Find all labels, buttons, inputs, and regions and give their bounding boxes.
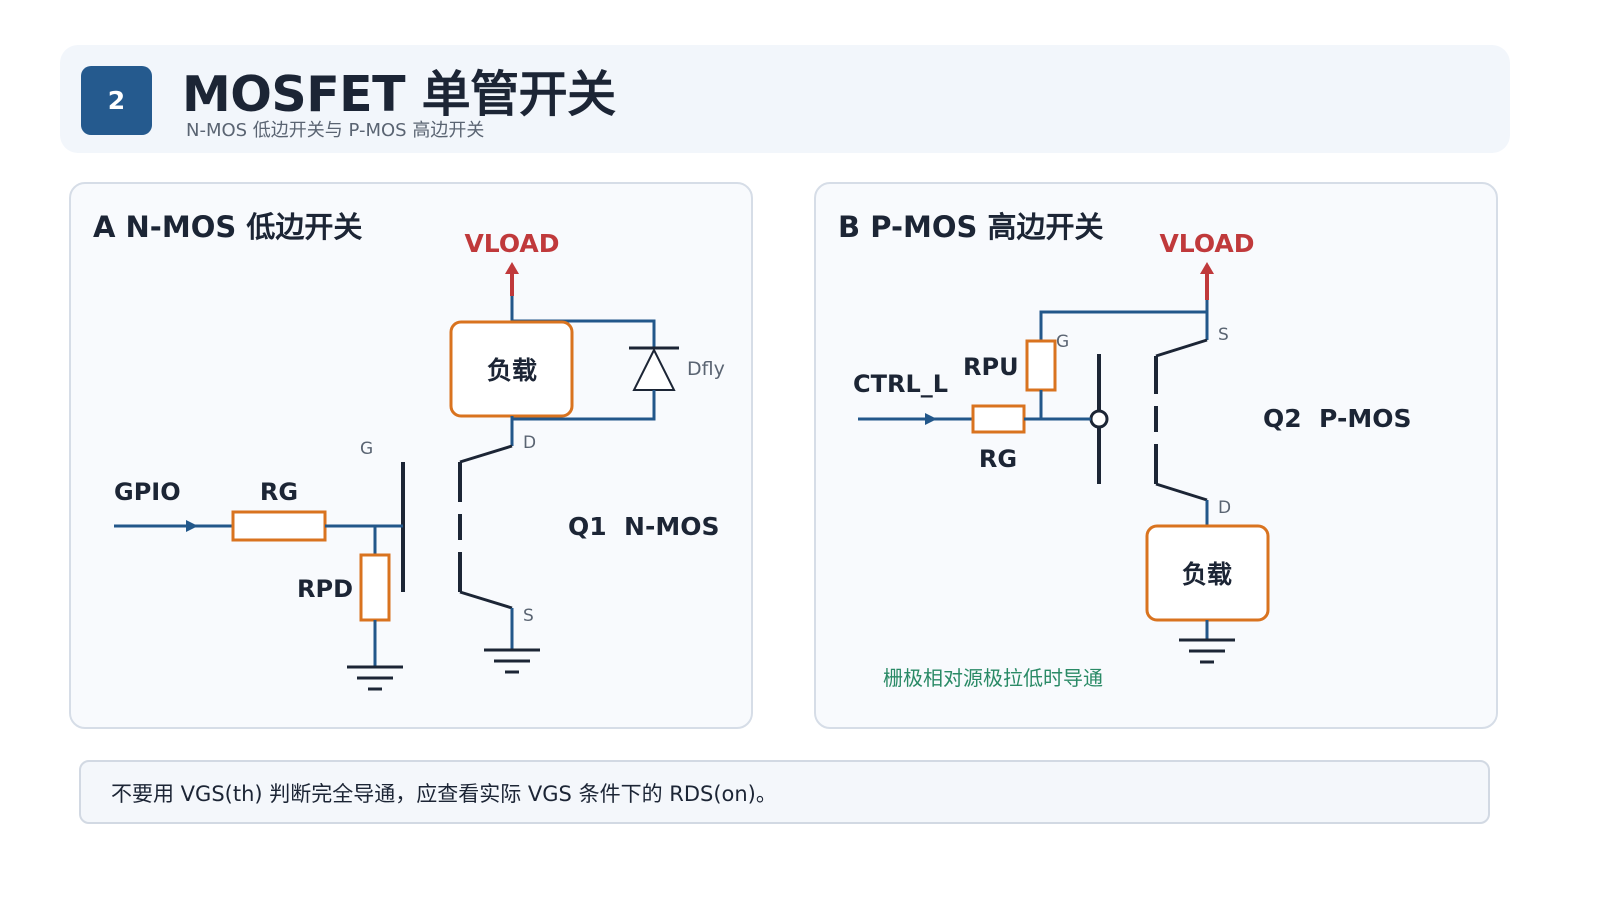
rg-label: RG	[979, 445, 1017, 473]
diode-label: Dfly	[687, 358, 725, 380]
pin-d-label: D	[1218, 498, 1231, 518]
diode-icon	[632, 347, 676, 391]
page-subtitle: N-MOS 低边开关与 P-MOS 高边开关	[186, 120, 485, 141]
vload-arrow-head	[1200, 262, 1214, 274]
vload-label: VLOAD	[464, 229, 559, 258]
footer-note-box: 不要用 VGS(th) 判断完全导通，应查看实际 VGS 条件下的 RDS(on…	[79, 760, 1490, 824]
rpd-label: RPD	[297, 575, 353, 603]
rg-resistor	[971, 404, 1026, 434]
vload-label: VLOAD	[1159, 229, 1254, 258]
source-top-wire	[1039, 300, 1209, 341]
conduction-note: 栅极相对源极拉低时导通	[883, 666, 1103, 690]
pin-g-label: G	[360, 439, 373, 459]
panel-nmos-low-side: A N-MOS 低边开关 VLOAD Dfly 负载 D S	[69, 182, 753, 729]
panel-pmos-high-side: B P-MOS 高边开关 VLOAD S D 负载 G CTRL_L	[814, 182, 1498, 729]
footer-note-text: 不要用 VGS(th) 判断完全导通，应查看实际 VGS 条件下的 RDS(on…	[111, 782, 777, 806]
source-lead	[459, 590, 513, 610]
load-top-wire	[510, 296, 656, 347]
nmos-schematic: VLOAD Dfly 负载 D S G GPIO RG	[114, 229, 725, 691]
vload-arrow-head	[505, 262, 519, 274]
section-badge: 2	[81, 66, 152, 135]
load-label: 负载	[1182, 560, 1232, 589]
source-lead	[1155, 338, 1208, 358]
device-label-q2: Q2 P-MOS	[1263, 404, 1411, 433]
drain-lead	[1155, 482, 1208, 502]
drain-lead	[459, 444, 513, 464]
pin-s-label: S	[523, 606, 534, 626]
header-bar: 2 MOSFET 单管开关 N-MOS 低边开关与 P-MOS 高边开关	[60, 45, 1510, 153]
page-title: MOSFET 单管开关	[182, 66, 616, 123]
ctrl-arrow-icon	[925, 413, 937, 425]
panel-a-title: A N-MOS 低边开关	[93, 210, 363, 244]
panel-b-title: B P-MOS 高边开关	[838, 210, 1104, 244]
device-label-q1: Q1 N-MOS	[568, 512, 720, 541]
gpio-label: GPIO	[114, 478, 181, 506]
pin-d-label: D	[523, 433, 536, 453]
pin-g-label: G	[1056, 332, 1069, 352]
rpu-label: RPU	[963, 353, 1019, 381]
rg-resistor	[231, 510, 327, 542]
gpio-arrow-icon	[186, 520, 198, 532]
rpu-resistor	[1025, 339, 1057, 392]
pmos-schematic: VLOAD S D 负载 G CTRL_L RG	[853, 229, 1411, 690]
rg-label: RG	[260, 478, 298, 506]
load-label: 负载	[487, 356, 537, 385]
pin-s-label: S	[1218, 325, 1229, 345]
ctrl-label: CTRL_L	[853, 370, 948, 398]
gate-bubble-icon	[1089, 409, 1109, 429]
rpd-resistor	[359, 553, 391, 622]
